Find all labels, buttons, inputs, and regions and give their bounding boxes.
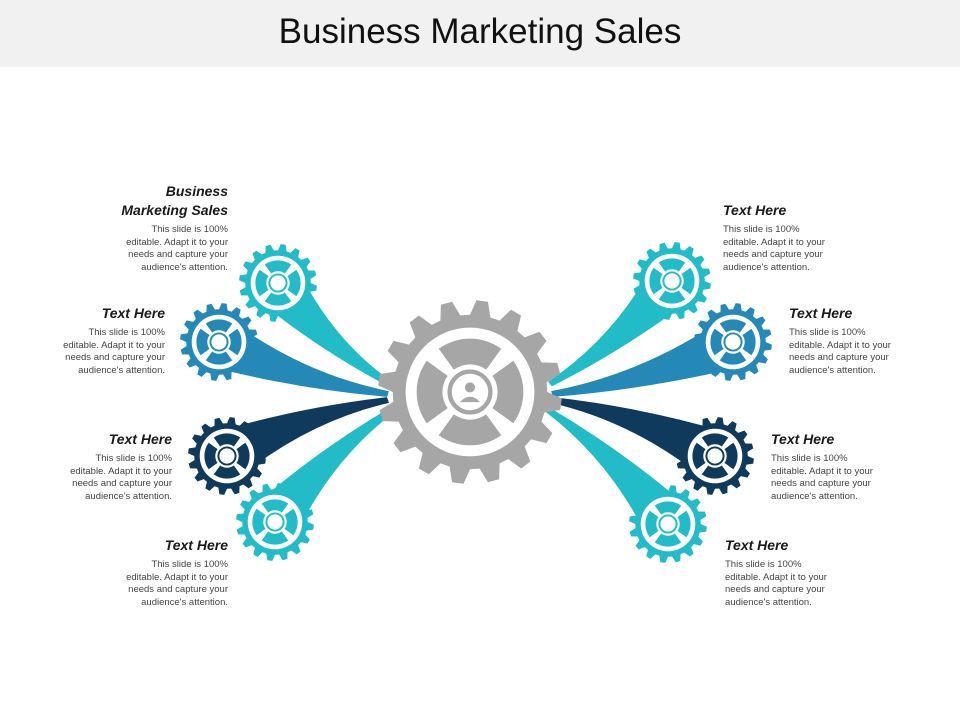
gear-left-3 — [188, 417, 266, 495]
block-body: This slide is 100%editable. Adapt it to … — [771, 453, 873, 502]
gear-right-3 — [676, 417, 754, 495]
text-block-left-2: Text Here This slide is 100%editable. Ad… — [0, 304, 165, 377]
block-heading: Text Here — [725, 537, 789, 553]
text-block-left-3: Text Here This slide is 100%editable. Ad… — [0, 430, 172, 503]
block-body: This slide is 100%editable. Adapt it to … — [725, 559, 827, 608]
text-block-right-2: Text Here This slide is 100%editable. Ad… — [789, 304, 960, 377]
main-gear — [378, 300, 562, 484]
block-body: This slide is 100%editable. Adapt it to … — [126, 224, 228, 273]
block-heading: Text Here — [771, 431, 835, 447]
block-heading: Text Here — [164, 537, 228, 553]
page-title: Business Marketing Sales — [278, 12, 682, 51]
gear-right-4 — [629, 485, 707, 563]
block-heading: Text Here — [723, 202, 787, 218]
title-bar — [0, 0, 960, 67]
text-block-right-4: Text Here This slide is 100%editable. Ad… — [725, 536, 905, 609]
text-block-left-4: Text Here This slide is 100%editable. Ad… — [48, 536, 228, 609]
ribbon-right-2 — [551, 317, 741, 397]
block-body: This slide is 100%editable. Adapt it to … — [70, 453, 172, 502]
text-block-right-3: Text Here This slide is 100%editable. Ad… — [771, 430, 951, 503]
gear-right-1 — [633, 242, 711, 320]
gear-left-4 — [236, 483, 314, 561]
block-body: This slide is 100%editable. Adapt it to … — [789, 327, 891, 376]
gears — [180, 242, 772, 563]
gear-left-2 — [180, 303, 258, 381]
block-body: This slide is 100%editable. Adapt it to … — [126, 559, 228, 608]
gear-left-1 — [239, 244, 317, 322]
block-heading: Text Here — [108, 431, 172, 447]
ribbon-left-2 — [211, 317, 389, 397]
text-block-right-1: Text Here This slide is 100%editable. Ad… — [723, 201, 903, 274]
ribbon-right-3 — [551, 397, 724, 481]
user-icon — [449, 371, 491, 413]
center-gear — [378, 300, 562, 484]
gear-right-2 — [694, 303, 772, 381]
block-heading: Text Here — [789, 305, 853, 321]
block-body: This slide is 100%editable. Adapt it to … — [63, 327, 165, 376]
block-body: This slide is 100%editable. Adapt it to … — [723, 224, 825, 273]
block-heading: Text Here — [101, 305, 165, 321]
